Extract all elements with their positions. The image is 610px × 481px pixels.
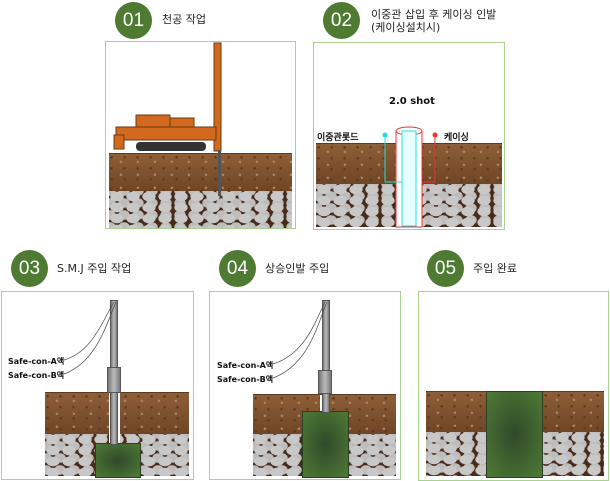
step-05-panel — [418, 291, 609, 481]
hose-lines — [272, 301, 328, 379]
step-04-title: 상승인발 주입 — [265, 262, 330, 275]
liquid-a-label: Safe-con-A액 — [8, 357, 65, 366]
step-02-badge: 02 — [323, 2, 360, 39]
step-05-badge: 05 — [427, 250, 464, 287]
step-02-title-line2: (케이싱설치시) — [371, 21, 441, 34]
step-01-panel — [105, 41, 296, 229]
casing-label: 케이싱 — [444, 133, 469, 143]
step-02-panel: 2.0 shot 이중관롯드 케이싱 — [313, 42, 505, 230]
step-03-badge: 03 — [11, 250, 48, 287]
step-03-panel: Safe-con-A액 Safe-con-B액 — [1, 291, 194, 480]
drilling-rig-icon — [113, 42, 222, 196]
rock-layer — [109, 191, 292, 228]
step-05-title: 주입 완료 — [473, 262, 517, 275]
hose-lines — [63, 301, 117, 375]
step-04-panel: Safe-con-A액 Safe-con-B액 — [209, 291, 401, 480]
step-04-badge: 04 — [219, 250, 256, 287]
grout-column — [95, 443, 141, 478]
grout-column — [302, 411, 349, 478]
step-01-badge: 01 — [115, 2, 152, 39]
liquid-b-label: Safe-con-B액 — [217, 375, 274, 384]
step-02-title-line1: 이중관 삽입 후 케이싱 인발 — [371, 8, 497, 21]
rod-label: 이중관롯드 — [317, 133, 359, 143]
casing-head — [107, 367, 121, 393]
grout-column — [486, 391, 543, 478]
step-03-title: S.M.J 주입 작업 — [57, 262, 132, 275]
casing-pipe-icon — [382, 126, 438, 228]
liquid-a-label: Safe-con-A액 — [217, 361, 274, 370]
liquid-b-label: Safe-con-B액 — [8, 371, 65, 380]
soil-layer — [109, 153, 292, 192]
shot-label: 2.0 shot — [389, 96, 435, 107]
injection-rod — [322, 300, 330, 413]
step-01-title: 천공 작업 — [162, 13, 206, 26]
casing-head — [318, 370, 332, 394]
